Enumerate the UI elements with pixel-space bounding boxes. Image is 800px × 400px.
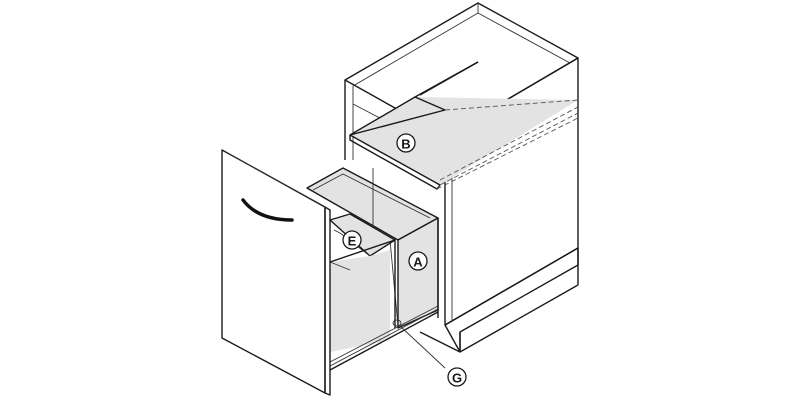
label-b: B	[396, 133, 416, 153]
label-e: E	[342, 230, 362, 250]
door-handle	[241, 198, 294, 222]
shelf-b	[349, 61, 579, 190]
svg-text:A: A	[413, 255, 423, 270]
svg-text:B: B	[401, 137, 410, 152]
leader-line-g	[399, 325, 446, 369]
label-g: G	[447, 367, 467, 387]
svg-text:E: E	[348, 234, 357, 249]
svg-text:G: G	[452, 371, 462, 386]
drawer-front	[221, 149, 331, 396]
label-a: A	[408, 251, 428, 271]
